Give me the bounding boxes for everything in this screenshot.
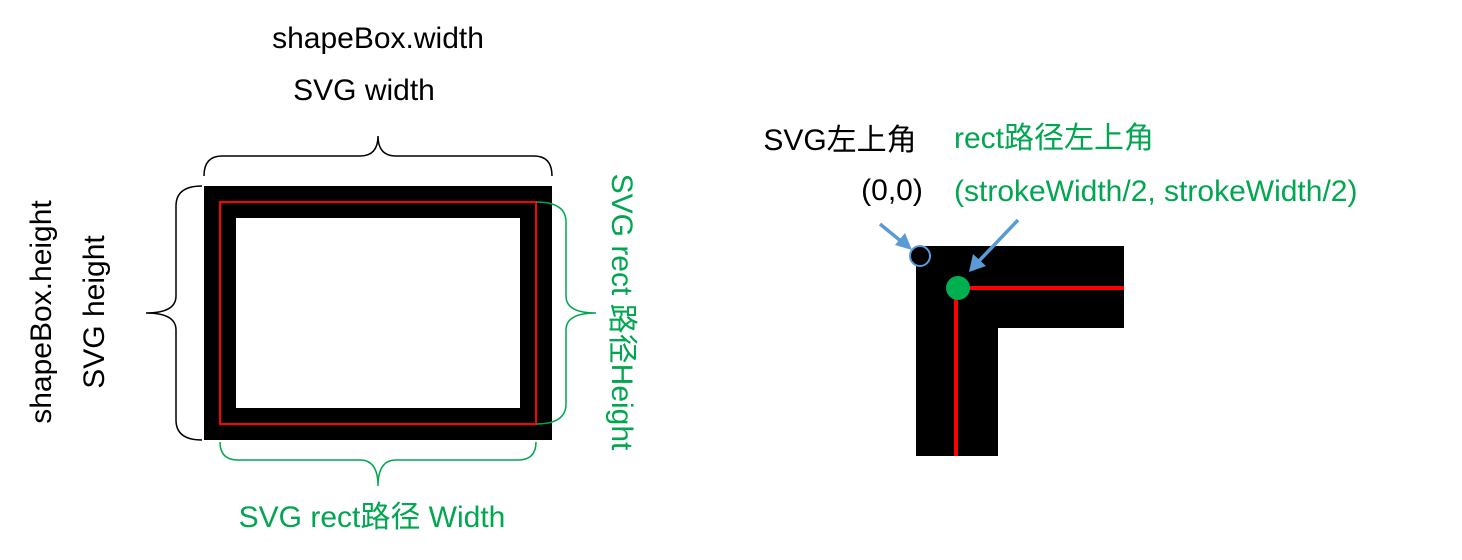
rect-origin-arrowhead	[969, 254, 986, 272]
svg-origin-arrowhead	[895, 233, 912, 250]
top-label-line1: shapeBox.width	[272, 22, 484, 55]
svg-corner-label: SVG左上角	[763, 124, 916, 157]
bottom-label: SVG rect路径 Width	[239, 501, 506, 534]
bottom-brace	[219, 441, 537, 487]
svg-origin-coord: (0,0)	[861, 174, 923, 207]
left-label-line2: SVG height	[78, 235, 111, 389]
top-brace	[203, 135, 553, 177]
svg-origin-marker	[909, 245, 931, 267]
left-label-line1: shapeBox.height	[25, 200, 58, 424]
rect-origin-arrow	[976, 218, 1020, 264]
right-label: SVG rect 路径Height	[605, 174, 638, 451]
rect-origin-coord: (strokeWidth/2, strokeWidth/2)	[954, 175, 1357, 208]
top-label-line2: SVG width	[293, 74, 435, 107]
shape-box-inner	[236, 218, 520, 408]
right-panel: SVG左上角 (0,0) rect路径左上角 (strokeWidth/2, s…	[763, 122, 1357, 456]
rect-corner-label: rect路径左上角	[954, 122, 1154, 155]
left-panel: shapeBox.width SVG width shapeBox.height…	[25, 22, 638, 534]
svg-origin-arrow	[878, 222, 904, 244]
rect-path-outline	[219, 201, 537, 425]
right-brace	[535, 201, 597, 425]
rect-origin-marker	[946, 276, 970, 300]
left-brace	[145, 185, 203, 441]
